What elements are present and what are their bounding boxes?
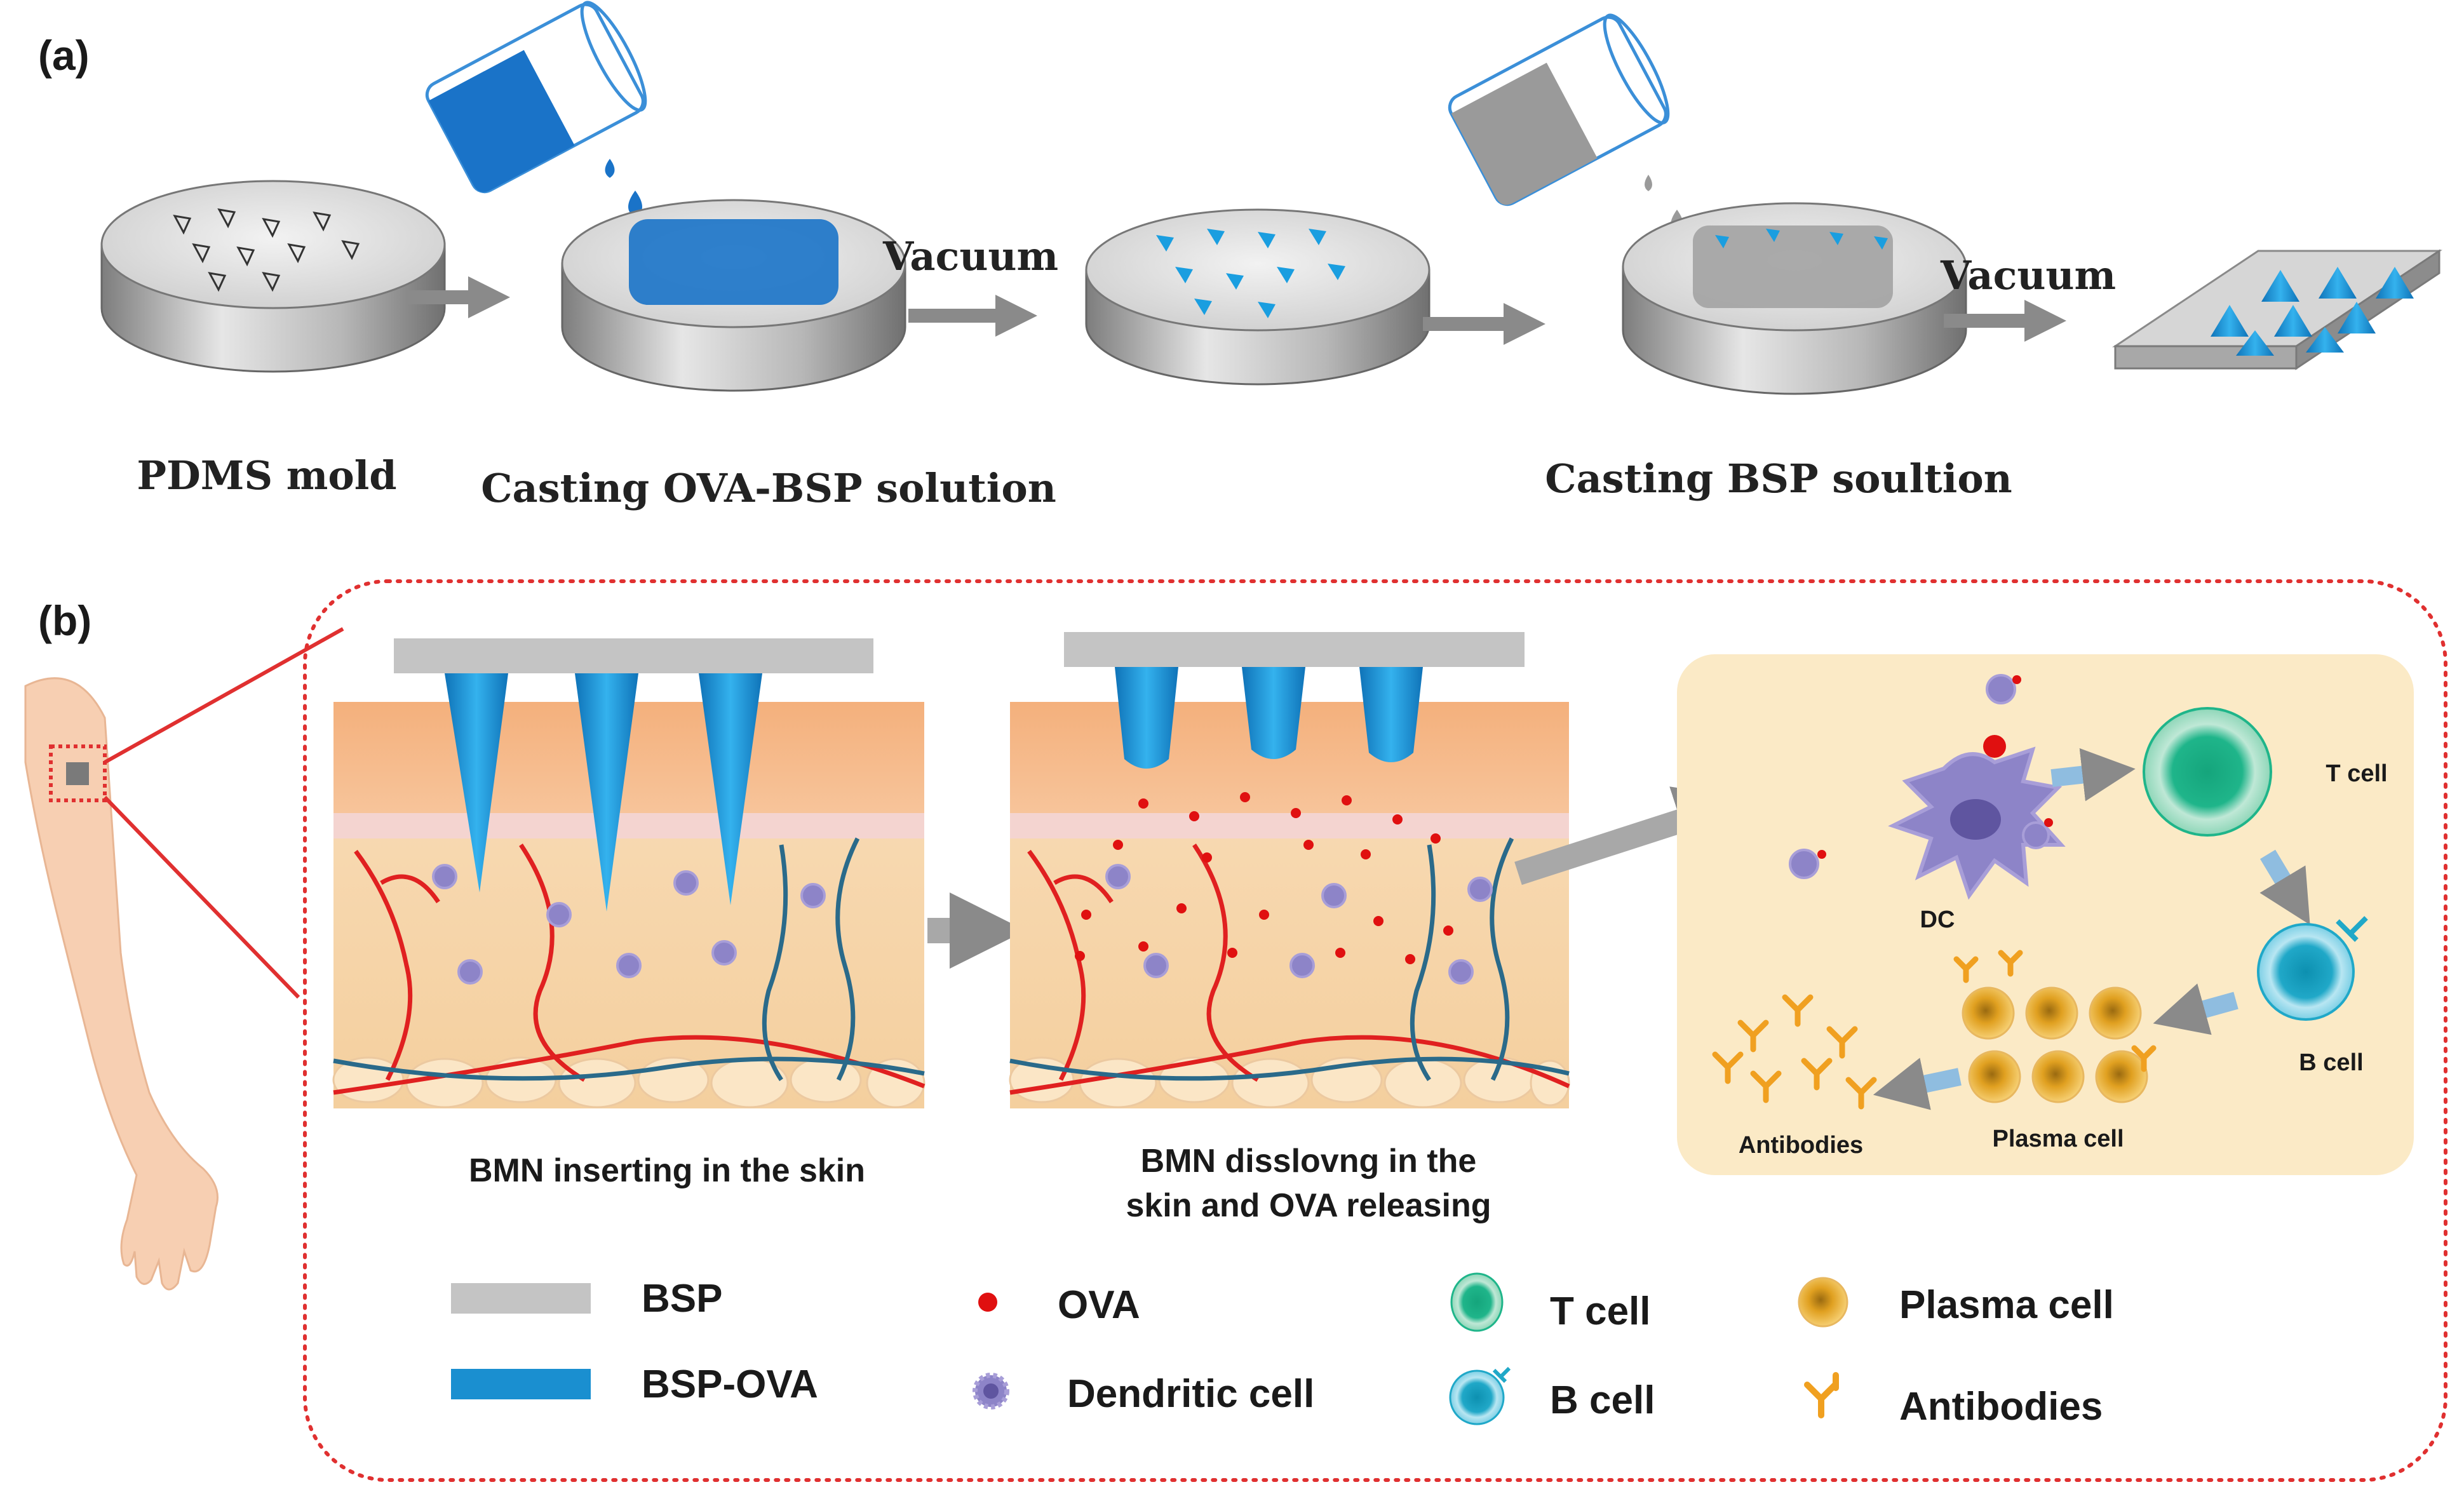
caption-insert: BMN inserting in the skin <box>469 1152 865 1189</box>
pdms-mold-caption: PDMS mold <box>137 452 396 499</box>
casting-ova-bsp-caption: Casting OVA-BSP solution <box>481 465 1056 511</box>
arrow-plasma-to-antibodies <box>1873 1058 1962 1110</box>
legend-swatch-dendritic-cell <box>973 1373 1009 1410</box>
legend-swatch-b-cell <box>1449 1366 1511 1425</box>
tips-under-bsp <box>1715 229 1888 250</box>
zoom-line-bottom <box>103 795 300 999</box>
skin-block-dissolve <box>1009 632 1570 1108</box>
b-cell-label: B cell <box>2299 1049 2363 1076</box>
legend-label-bsp-ova: BSP-OVA <box>642 1363 818 1406</box>
arm <box>24 677 219 1291</box>
b-cell <box>2257 916 2368 1021</box>
veins-1 <box>333 837 925 1081</box>
legend-swatch-ova <box>978 1293 997 1312</box>
vacuum-label-2: Vacuum <box>1940 252 2116 299</box>
casting-ova-bsp-disc <box>561 199 906 392</box>
legend-label-dendritic-cell: Dendritic cell <box>1067 1372 1314 1416</box>
casting-bsp-disc <box>1622 202 1967 395</box>
panel-b: (b) <box>24 579 2447 1482</box>
legend-label-antibodies: Antibodies <box>1899 1385 2103 1429</box>
ova-on-dc <box>1983 735 2006 758</box>
legend-label-bsp: BSP <box>642 1277 722 1321</box>
arrow-t-to-b <box>2259 849 2310 925</box>
t-cell <box>2143 707 2272 837</box>
zoom-line-top <box>104 627 344 764</box>
bsp-backing-2 <box>1064 632 1525 667</box>
inserted-needles <box>445 673 762 912</box>
antibodies-label: Antibodies <box>1739 1132 1863 1159</box>
vacuum-label-1: Vacuum <box>882 233 1058 279</box>
antibodies-cluster <box>1712 950 2157 1110</box>
bsp-solution <box>1693 225 1893 308</box>
drop-bsp-1 <box>1645 175 1652 191</box>
casting-bsp-caption: Casting BSP soultion <box>1545 455 2012 502</box>
dendritic-cell-main <box>1888 735 2066 900</box>
arrow-b-to-plasma <box>2153 983 2238 1035</box>
pdms-mold-disc <box>100 180 446 373</box>
bsp-backing-1 <box>394 638 873 673</box>
legend-label-plasma-cell: Plasma cell <box>1899 1283 2114 1327</box>
legend-label-t-cell: T cell <box>1550 1289 1651 1333</box>
legend-swatch-antibodies <box>1804 1372 1839 1418</box>
dc-label: DC <box>1920 906 1955 933</box>
basal-layer-2 <box>1010 813 1569 838</box>
legend-swatch-t-cell <box>1450 1272 1504 1332</box>
patch-on-arm <box>66 762 89 785</box>
panel-a: (a) PDMS mold <box>38 1 2442 511</box>
veins-2 <box>1009 837 1570 1081</box>
legend-label-ova: OVA <box>1058 1283 1140 1327</box>
small-dendritic-cells <box>1789 674 2050 879</box>
ova-particles <box>1075 792 1453 964</box>
ova-bsp-solution <box>629 219 838 305</box>
plasma-cell-label: Plasma cell <box>1992 1126 2124 1152</box>
mold-cavities <box>173 208 360 292</box>
dissolving-needles <box>1115 667 1423 769</box>
caption-dissolve-line-1: BMN disslovng in the <box>1141 1143 1477 1180</box>
dendritic-cells-1 <box>432 864 826 985</box>
arrow-dc-to-t <box>2050 748 2136 802</box>
skin-block-insert <box>332 638 926 1108</box>
panel-b-label: (b) <box>38 597 91 644</box>
patch-needles <box>2211 267 2414 356</box>
panel-a-label: (a) <box>38 32 90 79</box>
caption-dissolve-line-2: skin and OVA releasing <box>1126 1187 1491 1224</box>
dendritic-cells-2 <box>1105 864 1493 985</box>
beaker-bsp <box>1448 13 1670 206</box>
filled-tips <box>1156 229 1345 318</box>
microneedle-patch <box>2112 249 2442 370</box>
beaker-ova-bsp <box>425 1 647 194</box>
filled-mold-disc <box>1085 208 1431 386</box>
legend-swatch-bsp <box>451 1283 591 1314</box>
t-cell-label: T cell <box>2326 760 2387 787</box>
legend-swatch-bsp-ova <box>451 1369 591 1399</box>
ova-on-small-dcs <box>1817 675 2053 859</box>
immune-response-panel: DC T cell B cell <box>1677 654 2414 1175</box>
basal-layer-1 <box>333 813 924 838</box>
drop-ova-1 <box>605 159 615 178</box>
legend: BSP BSP-OVA OVA Dendritic cell T cell B … <box>451 1272 2114 1429</box>
zoom-frame <box>303 579 2447 1482</box>
plasma-cells <box>1962 986 2148 1103</box>
legend-swatch-plasma-cell <box>1798 1277 1848 1328</box>
legend-label-b-cell: B cell <box>1550 1378 1655 1422</box>
fat-cells-2 <box>1009 1056 1570 1108</box>
